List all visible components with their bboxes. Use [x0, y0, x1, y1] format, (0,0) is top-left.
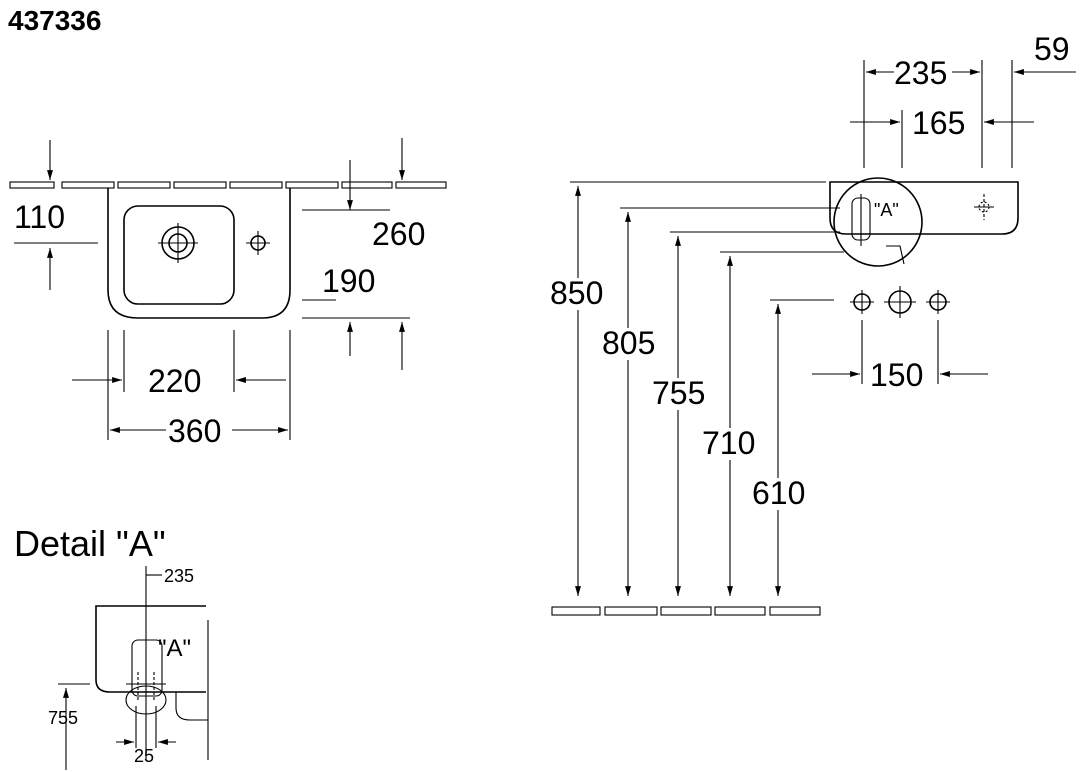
detail-dim-755: 755 [48, 708, 78, 728]
dim-850: 850 [550, 275, 603, 311]
detail-drain-icon [125, 639, 167, 715]
dim-360: 360 [168, 413, 221, 449]
basin-front [829, 181, 1019, 235]
basin-outline [107, 188, 291, 319]
detail-dim-25: 25 [134, 746, 154, 766]
detail-ref-label: "A" [874, 200, 899, 220]
dim-235: 235 [894, 55, 947, 91]
detail-a: Detail "A" 235 "A" 755 25 [14, 523, 209, 770]
tap-hole-icon [246, 231, 270, 255]
dim-610: 610 [752, 475, 805, 511]
plan-view: 110 260 190 220 360 [9, 138, 447, 449]
detail-dim-235: 235 [164, 566, 194, 586]
article-number: 437336 [8, 5, 101, 36]
detail-basin [95, 605, 206, 693]
dim-260: 260 [372, 216, 425, 252]
dim-190: 190 [322, 263, 375, 299]
floor-tiles [551, 606, 821, 616]
dim-710: 710 [702, 425, 755, 461]
dim-110: 110 [14, 199, 65, 235]
basin-bowl [123, 205, 235, 305]
detail-a-circle [833, 177, 923, 267]
tap-hole-icon [974, 194, 994, 220]
elevation-view: "A" 235 59 165 [548, 31, 1076, 616]
detail-title: Detail "A" [14, 523, 166, 564]
drain-icon [158, 223, 198, 263]
dim-59: 59 [1034, 31, 1070, 67]
dim-755: 755 [652, 375, 705, 411]
dim-150: 150 [870, 357, 923, 393]
detail-ref: "A" [158, 635, 191, 662]
dim-165: 165 [912, 105, 965, 141]
dim-220: 220 [148, 363, 201, 399]
wall-tiles [9, 181, 447, 189]
pipe-connection-icons [850, 286, 950, 318]
dim-805: 805 [602, 325, 655, 361]
